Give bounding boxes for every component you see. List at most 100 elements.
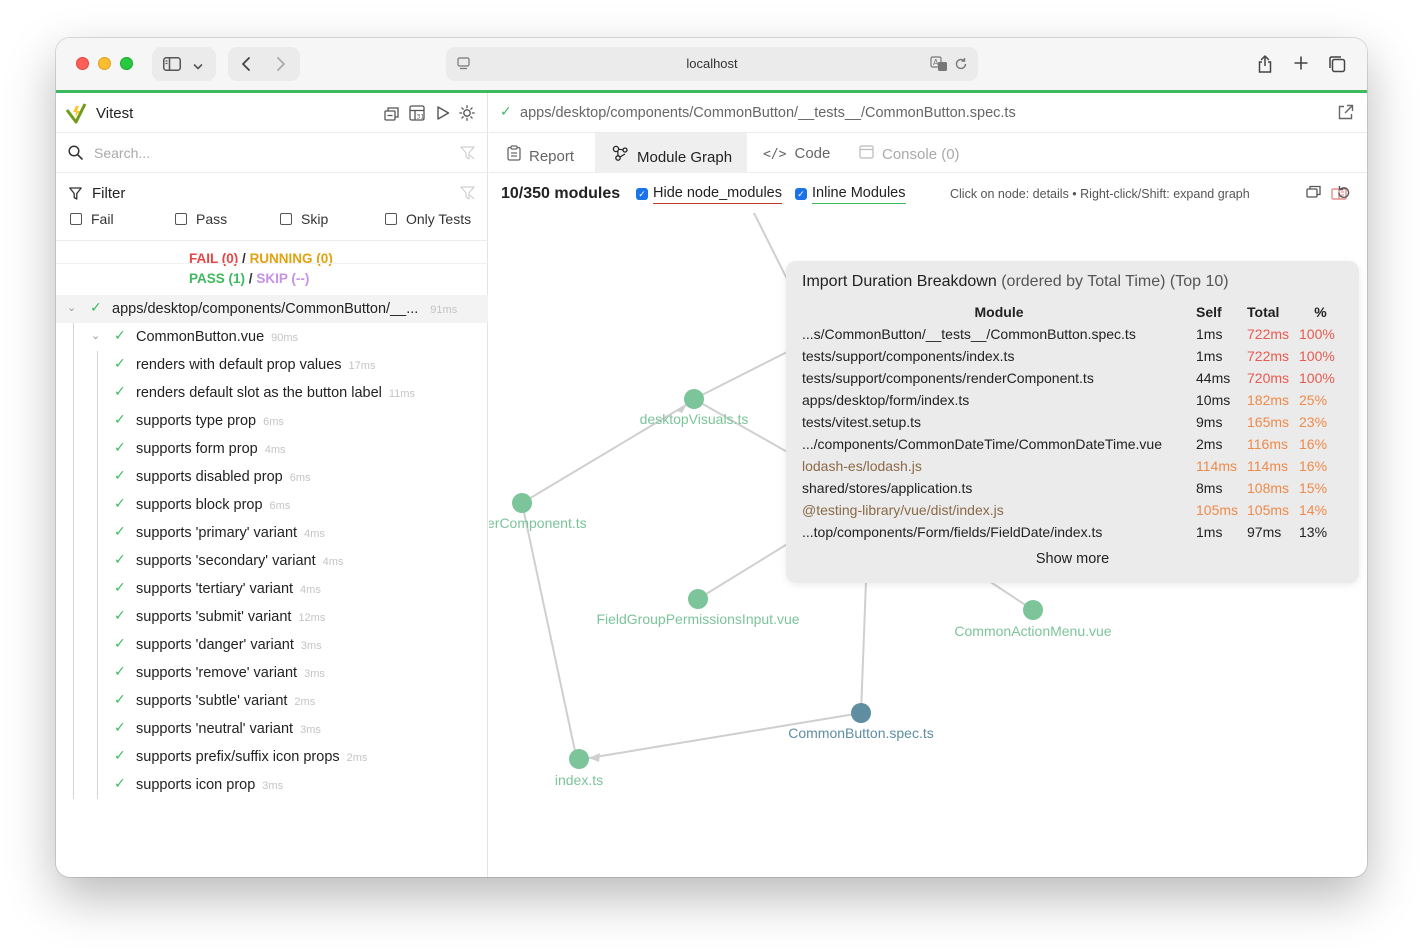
graph-node-label[interactable]: CommonButton.spec.ts bbox=[788, 725, 934, 741]
hide-node-modules-checkbox[interactable]: ✓Hide node_modules bbox=[636, 185, 782, 204]
pct-cell: 100% bbox=[1299, 326, 1335, 342]
clear-filter-icon[interactable] bbox=[460, 186, 475, 205]
table-row[interactable]: .../components/CommonDateTime/CommonDate… bbox=[802, 433, 1342, 455]
hide-node-modules-label: Hide node_modules bbox=[653, 185, 782, 204]
chevron-down-icon[interactable]: ⌄ bbox=[67, 302, 77, 314]
skip-count[interactable]: SKIP (--) bbox=[256, 271, 310, 286]
module-graph-canvas[interactable]: desktopVisuals.ts erComponent.ts FieldGr… bbox=[489, 213, 1367, 877]
graph-node-label[interactable]: desktopVisuals.ts bbox=[640, 411, 749, 427]
theme-toggle-icon[interactable] bbox=[459, 105, 475, 126]
run-all-icon[interactable] bbox=[436, 106, 450, 125]
running-count[interactable]: RUNNING (0) bbox=[249, 251, 333, 266]
inline-modules-checkbox[interactable]: ✓Inline Modules bbox=[795, 185, 906, 204]
search-input[interactable] bbox=[94, 142, 434, 164]
collapse-all-icon[interactable] bbox=[384, 106, 400, 126]
clear-search-icon[interactable] bbox=[460, 146, 475, 165]
chevron-down-icon[interactable] bbox=[193, 59, 203, 77]
graph-node[interactable] bbox=[512, 493, 532, 513]
graph-node-root[interactable] bbox=[851, 703, 871, 723]
test-name: supports form prop bbox=[136, 441, 258, 457]
total-cell: 116ms bbox=[1247, 436, 1288, 452]
tabs-overview-icon[interactable] bbox=[1328, 55, 1346, 78]
test-name: renders with default prop values bbox=[136, 357, 342, 373]
graph-node[interactable] bbox=[1023, 600, 1043, 620]
details-panel: ✓ apps/desktop/components/CommonButton/_… bbox=[489, 93, 1367, 877]
module-cell: .../components/CommonDateTime/CommonDate… bbox=[802, 436, 1162, 452]
code-icon: </> bbox=[763, 147, 787, 162]
filter-only-tests-checkbox[interactable]: Only Tests bbox=[385, 211, 471, 227]
address-bar[interactable]: localhost A bbox=[446, 47, 978, 81]
graph-node[interactable] bbox=[569, 749, 589, 769]
reload-icon[interactable] bbox=[954, 57, 968, 76]
module-cell: lodash-es/lodash.js bbox=[802, 458, 922, 474]
dashboard-icon[interactable]: 31 bbox=[409, 105, 425, 126]
back-icon[interactable] bbox=[240, 56, 252, 77]
tab-module-graph[interactable]: Module Graph bbox=[595, 133, 747, 173]
test-duration: 3ms bbox=[304, 668, 325, 680]
tree-test-row[interactable]: ✓renders default slot as the button labe… bbox=[56, 379, 488, 407]
tab-report[interactable]: Report bbox=[489, 133, 593, 173]
forward-icon[interactable] bbox=[275, 56, 287, 77]
graph-node-label[interactable]: FieldGroupPermissionsInput.vue bbox=[596, 611, 799, 627]
close-window-button[interactable] bbox=[76, 57, 89, 70]
test-name: supports 'secondary' variant bbox=[136, 553, 316, 569]
chevron-down-icon[interactable]: ⌄ bbox=[91, 330, 101, 342]
graph-node[interactable] bbox=[684, 389, 704, 409]
zoom-window-button[interactable] bbox=[120, 57, 133, 70]
self-cell: 9ms bbox=[1196, 414, 1223, 430]
self-cell: 2ms bbox=[1196, 436, 1223, 452]
minimize-window-button[interactable] bbox=[98, 57, 111, 70]
graph-node-label[interactable]: index.ts bbox=[555, 772, 603, 788]
test-name: supports block prop bbox=[136, 497, 263, 513]
table-row[interactable]: tests/support/components/renderComponent… bbox=[802, 367, 1342, 389]
translate-icon[interactable]: A bbox=[930, 56, 948, 77]
test-name: supports 'remove' variant bbox=[136, 665, 298, 681]
share-icon[interactable] bbox=[1257, 54, 1273, 79]
tab-console[interactable]: Console (0) bbox=[843, 133, 983, 173]
filter-pass-checkbox[interactable]: Pass bbox=[175, 211, 227, 227]
file-header: ✓ apps/desktop/components/CommonButton/_… bbox=[489, 93, 1367, 133]
tab-code[interactable]: </>Code bbox=[749, 133, 841, 173]
reset-graph-icon[interactable] bbox=[1336, 185, 1351, 205]
new-tab-icon[interactable] bbox=[1294, 56, 1308, 75]
graph-layout-icon[interactable] bbox=[1306, 185, 1322, 205]
sidebar-icon[interactable] bbox=[163, 57, 181, 76]
filter-fail-checkbox[interactable]: Fail bbox=[70, 211, 114, 227]
pass-count[interactable]: PASS (1) bbox=[189, 271, 246, 286]
graph-node-label[interactable]: CommonActionMenu.vue bbox=[954, 623, 1111, 639]
table-row[interactable]: ...s/CommonButton/__tests__/CommonButton… bbox=[802, 323, 1342, 345]
test-duration: 2ms bbox=[294, 696, 316, 708]
graph-node-label[interactable]: erComponent.ts bbox=[489, 515, 587, 531]
filter-skip-checkbox[interactable]: Skip bbox=[280, 211, 328, 227]
graph-node[interactable] bbox=[688, 589, 708, 609]
show-more-button[interactable]: Show more bbox=[1035, 551, 1110, 567]
open-in-editor-icon[interactable] bbox=[1337, 104, 1354, 126]
table-row[interactable]: ...top/components/Form/fields/FieldDate/… bbox=[802, 521, 1342, 543]
test-duration: 3ms bbox=[300, 724, 321, 736]
pct-cell: 25% bbox=[1299, 392, 1328, 408]
fail-count[interactable]: FAIL (0) bbox=[189, 251, 239, 266]
tree-file-row[interactable]: ⌄ ✓ apps/desktop/components/CommonButton… bbox=[56, 295, 488, 323]
